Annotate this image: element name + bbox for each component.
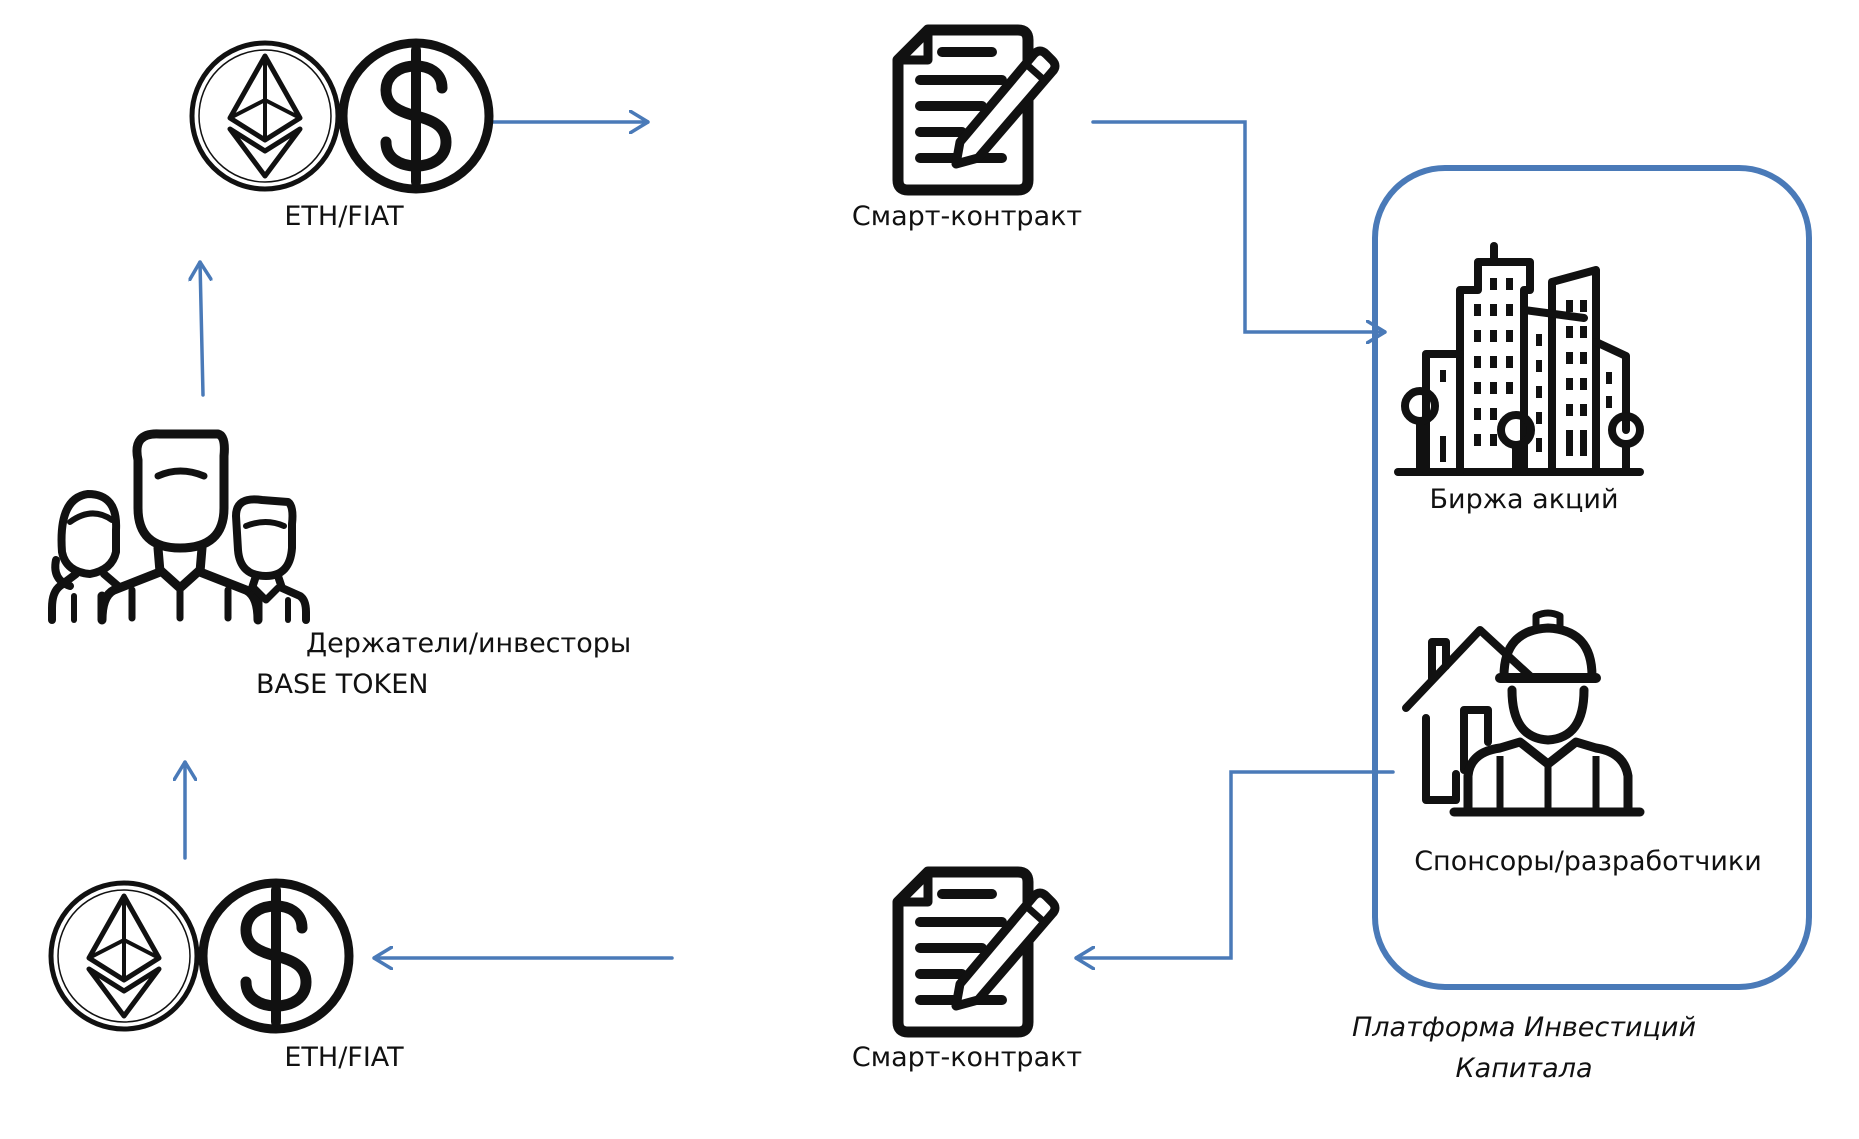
contract-document-icon (898, 872, 1055, 1032)
base-token-label: BASE TOKEN (256, 669, 428, 700)
contract-document-icon (898, 30, 1055, 190)
sponsors-label: Спонсоры/разработчики (1414, 846, 1762, 877)
platform-caption-line1: Платформа Инвестиций (1352, 1012, 1696, 1043)
smart-contract-top-label: Смарт-контракт (852, 201, 1082, 232)
eth-fiat-bottom-group: ETH/FIAT (51, 883, 404, 1073)
eth-fiat-top-label: ETH/FIAT (284, 201, 404, 232)
platform-container (1372, 165, 1812, 990)
eth-fiat-bottom-label: ETH/FIAT (284, 1042, 404, 1073)
smart-contract-top-group: Смарт-контракт (852, 30, 1082, 232)
arrow-investors-to-coins (200, 260, 203, 397)
people-group-icon (48, 429, 310, 625)
sponsors-group: Спонсоры/разработчики (1402, 609, 1762, 877)
builder-house-icon (1402, 609, 1645, 817)
smart-contract-bottom-label: Смарт-контракт (852, 1042, 1082, 1073)
arrow-contract-to-exchange (1091, 120, 1387, 332)
city-buildings-icon (1394, 242, 1644, 476)
investors-group: Держатели/инвесторы BASE TOKEN (48, 429, 631, 700)
eth-fiat-top-group: ETH/FIAT (192, 43, 489, 232)
flow-arrows (185, 120, 1395, 958)
smart-contract-bottom-group: Смарт-контракт (852, 872, 1082, 1073)
ethereum-icon (51, 883, 197, 1029)
platform-caption-line2: Капитала (1456, 1053, 1593, 1084)
investors-label: Держатели/инвесторы (306, 628, 631, 659)
dollar-coin-icon (203, 883, 349, 1029)
ethereum-icon (192, 43, 338, 189)
dollar-coin-icon (343, 43, 489, 189)
stock-exchange-label: Биржа акций (1430, 484, 1619, 515)
arrow-sponsors-to-contract (1074, 770, 1395, 958)
stock-exchange-group: Биржа акций (1394, 242, 1644, 515)
